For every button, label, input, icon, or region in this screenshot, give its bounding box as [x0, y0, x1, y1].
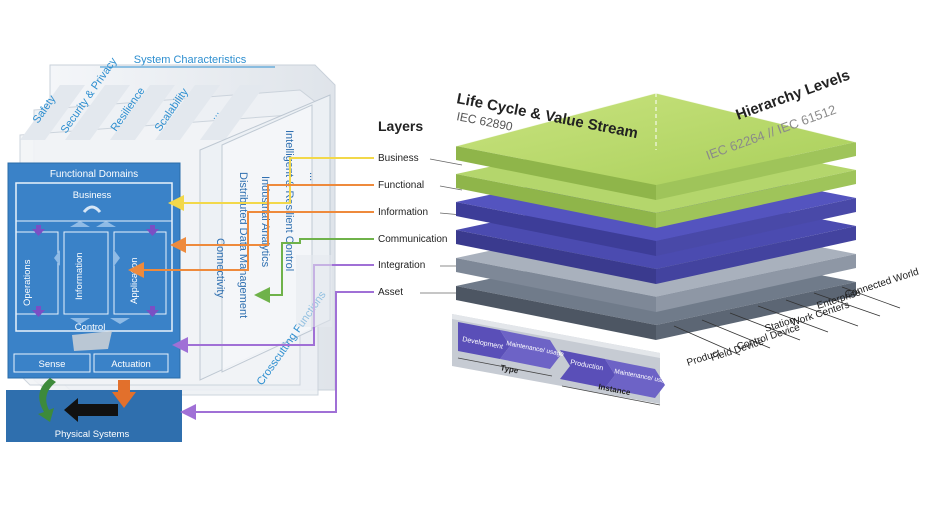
layers-title: Layers: [378, 118, 423, 134]
functional-domains-title: Functional Domains: [50, 169, 138, 180]
physical-systems-panel: Physical Systems: [6, 378, 182, 442]
system-characteristics-title: System Characteristics: [134, 54, 247, 66]
layer-integration: Integration: [378, 260, 425, 271]
connector-arrows: [128, 157, 374, 420]
life-cycle-bar: Development Maintenance/ usage Productio…: [452, 314, 673, 406]
hierarchy-level-product: Product: [686, 348, 722, 369]
physical-systems-label: Physical Systems: [55, 429, 130, 440]
layers-list: Business Functional Information Communic…: [378, 153, 463, 298]
domain-actuation: Actuation: [111, 359, 151, 370]
domain-control: Control: [75, 322, 106, 333]
layer-information: Information: [378, 207, 428, 218]
layer-asset: Asset: [378, 287, 403, 298]
layer-communication: Communication: [378, 234, 447, 245]
life-cycle-type-label: Type: [500, 363, 520, 375]
domain-sense: Sense: [39, 359, 66, 370]
domain-application: Application: [129, 258, 140, 304]
layer-functional: Functional: [378, 180, 424, 191]
crosscutting-connectivity: Connectivity: [214, 238, 226, 298]
rami-cube: [455, 92, 857, 340]
domain-information: Information: [74, 252, 85, 300]
crosscutting-analytics: Industrial Analytics: [259, 176, 271, 268]
crosscutting-more: ...: [307, 172, 319, 181]
domain-operations: Operations: [22, 259, 33, 306]
layer-business: Business: [378, 153, 419, 164]
domain-business: Business: [73, 190, 112, 201]
